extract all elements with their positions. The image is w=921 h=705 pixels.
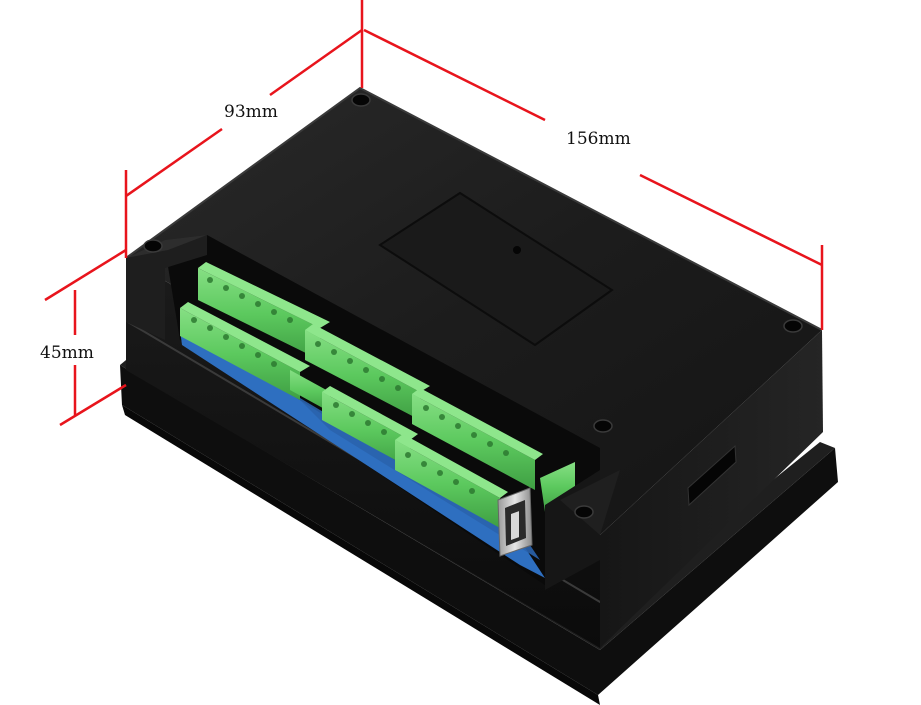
height-dimension-label: 45mm (40, 343, 94, 363)
end-cap-right (545, 470, 620, 590)
terminal-block (395, 434, 508, 528)
terminal-block (198, 262, 330, 360)
side-vent-slot (687, 444, 737, 507)
end-cap-left (126, 235, 207, 340)
screw-hole-icon (143, 93, 803, 519)
terminal-block (322, 386, 418, 468)
dimension-lines (44, 0, 824, 427)
pcb-board (180, 330, 545, 578)
housing-top (125, 86, 823, 535)
terminal-blocks (180, 262, 575, 528)
usb-port-icon (497, 487, 533, 557)
length-dimension-label: 156mm (566, 129, 631, 149)
terminal-block (290, 370, 330, 412)
label-recess (378, 191, 614, 347)
width-dimension-label: 93mm (224, 102, 278, 122)
housing-right-side (600, 330, 823, 648)
